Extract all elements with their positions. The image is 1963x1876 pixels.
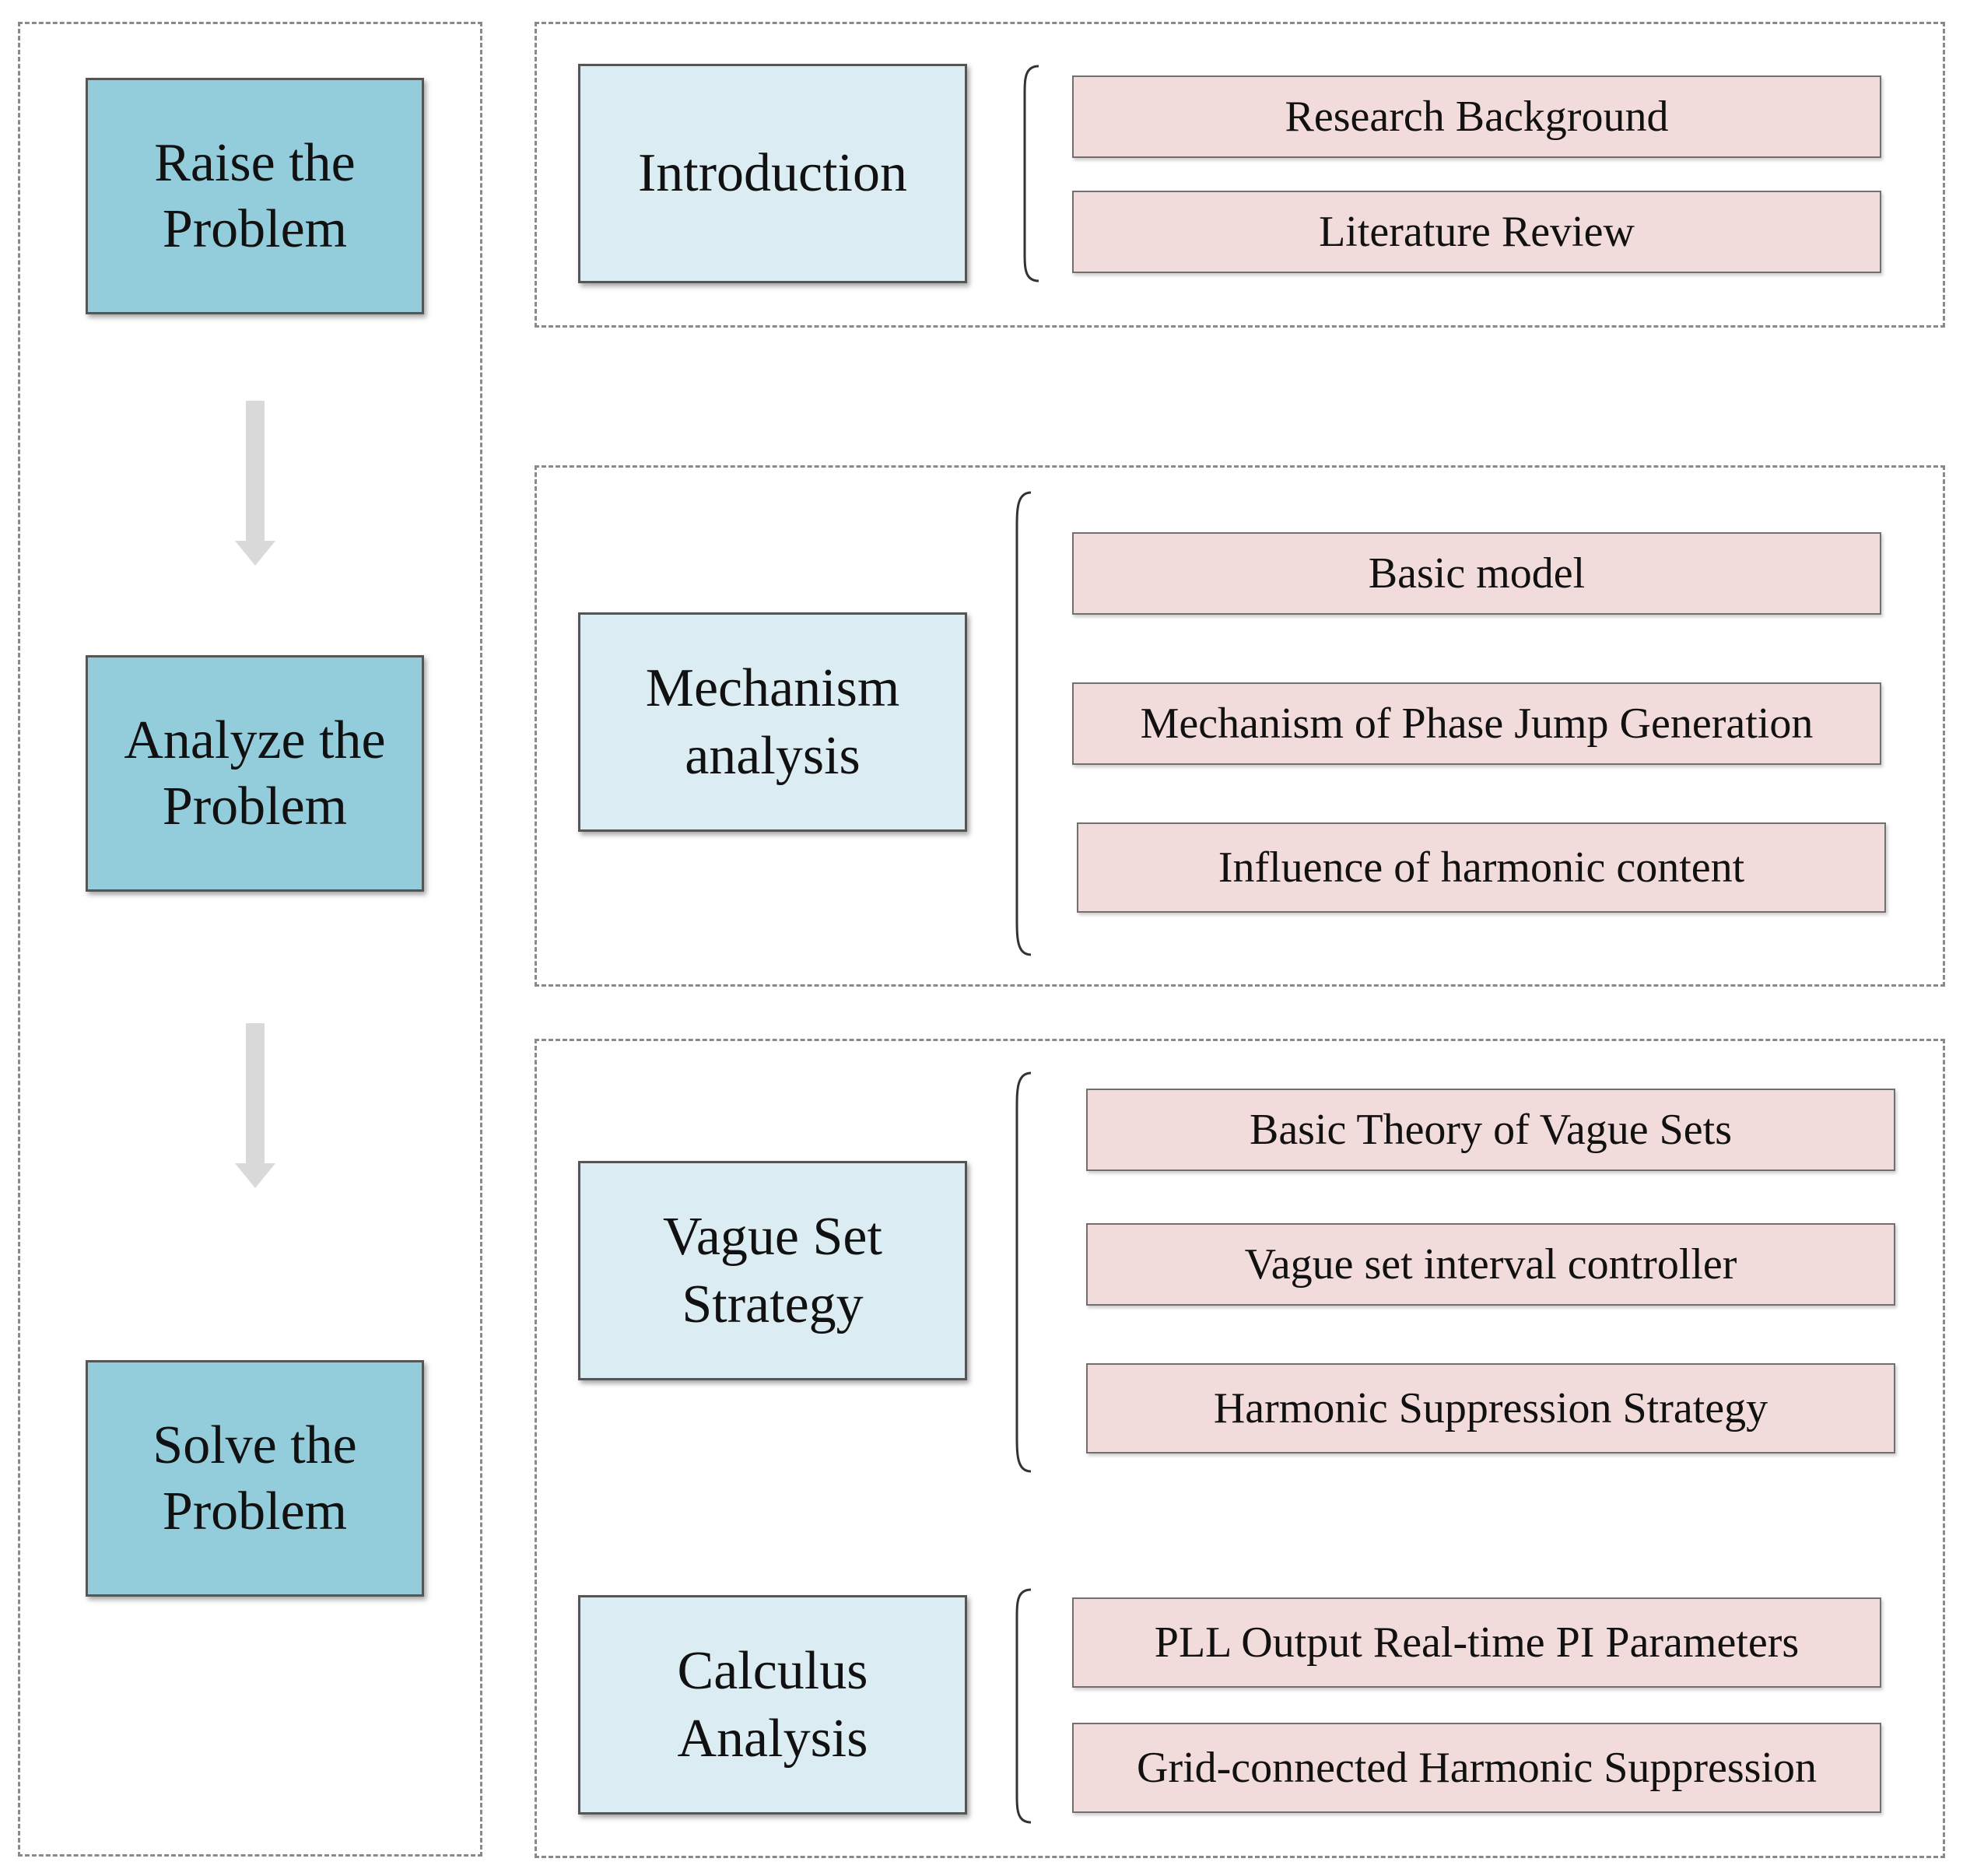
- item-label: Basic model: [1368, 549, 1586, 598]
- stages-panel: [18, 22, 482, 1857]
- stage-label: Analyze the Problem: [124, 710, 386, 836]
- section-vague-set-strategy: Vague Set Strategy: [578, 1161, 967, 1380]
- down-arrow-icon: [235, 1023, 275, 1188]
- item-research-background: Research Background: [1072, 75, 1881, 158]
- stage-label: Solve the Problem: [152, 1415, 357, 1541]
- item-phase-jump-mechanism: Mechanism of Phase Jump Generation: [1072, 682, 1881, 765]
- section-mechanism-analysis: Mechanism analysis: [578, 612, 967, 832]
- brace-icon: [1015, 1071, 1032, 1473]
- item-label: PLL Output Real-time PI Parameters: [1154, 1618, 1800, 1667]
- item-grid-harmonic-suppression: Grid-connected Harmonic Suppression: [1072, 1723, 1881, 1813]
- item-label: Mechanism of Phase Jump Generation: [1140, 700, 1814, 748]
- section-calculus-analysis: Calculus Analysis: [578, 1595, 967, 1815]
- item-pll-pi-parameters: PLL Output Real-time PI Parameters: [1072, 1597, 1881, 1688]
- section-label: Mechanism analysis: [645, 657, 900, 787]
- down-arrow-icon: [235, 401, 275, 566]
- item-harmonic-influence: Influence of harmonic content: [1077, 822, 1886, 913]
- stage-raise-problem: Raise the Problem: [86, 78, 424, 314]
- item-literature-review: Literature Review: [1072, 191, 1881, 273]
- section-label: Calculus Analysis: [677, 1640, 868, 1769]
- brace-icon: [1023, 65, 1039, 282]
- stage-analyze-problem: Analyze the Problem: [86, 655, 424, 892]
- solution-panel: [535, 1039, 1945, 1858]
- section-introduction: Introduction: [578, 64, 967, 283]
- section-label: Introduction: [637, 143, 908, 204]
- introduction-panel: [535, 22, 1945, 328]
- item-label: Basic Theory of Vague Sets: [1249, 1106, 1733, 1154]
- stage-solve-problem: Solve the Problem: [86, 1360, 424, 1597]
- stage-label: Raise the Problem: [154, 132, 356, 259]
- item-label: Grid-connected Harmonic Suppression: [1137, 1744, 1817, 1792]
- mechanism-panel: [535, 465, 1945, 987]
- item-basic-model: Basic model: [1072, 532, 1881, 615]
- item-label: Harmonic Suppression Strategy: [1213, 1384, 1768, 1432]
- item-vague-set-theory: Basic Theory of Vague Sets: [1086, 1089, 1895, 1171]
- item-harmonic-suppression-strategy: Harmonic Suppression Strategy: [1086, 1363, 1895, 1453]
- brace-icon: [1015, 1588, 1032, 1824]
- item-label: Research Background: [1285, 93, 1669, 141]
- item-label: Vague set interval controller: [1244, 1240, 1737, 1289]
- section-label: Vague Set Strategy: [663, 1206, 882, 1335]
- item-label: Literature Review: [1319, 208, 1635, 256]
- item-label: Influence of harmonic content: [1218, 843, 1745, 892]
- item-vague-interval-controller: Vague set interval controller: [1086, 1223, 1895, 1306]
- brace-icon: [1015, 491, 1032, 956]
